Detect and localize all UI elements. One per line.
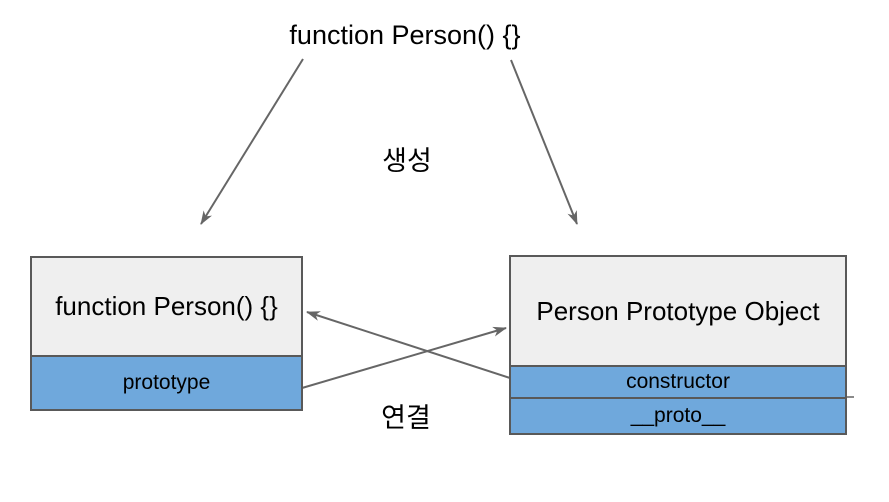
function-person-box: function Person() {} prototype [30,256,303,411]
function-person-top-label: function Person() {} [289,20,521,50]
constructor-row: constructor [511,365,845,397]
person-prototype-object-box: Person Prototype Object constructor __pr… [509,255,847,435]
link-arrow-constructor-to-function [306,311,511,379]
prototype-row: prototype [32,355,301,409]
function-person-box-title: function Person() {} [32,258,301,355]
person-prototype-object-box-title: Person Prototype Object [511,257,845,365]
create-arrow-left [200,58,304,225]
proto-row: __proto__ [511,397,845,433]
create-arrow-right [510,59,578,225]
create-label: 생성 [382,146,432,176]
link-arrow-prototype-to-object [301,326,507,389]
link-label: 연결 [381,403,431,433]
